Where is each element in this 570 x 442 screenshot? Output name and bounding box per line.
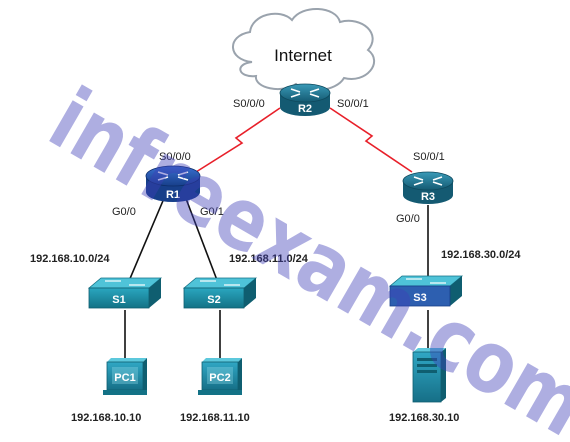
router-r3[interactable]: R3: [402, 171, 454, 204]
internet-label: Internet: [274, 46, 332, 65]
switch-s2-label: S2: [207, 294, 220, 306]
network-label-lan1: 192.168.10.0/24: [30, 253, 110, 265]
network-label-lan3: 192.168.30.0/24: [441, 249, 521, 261]
router-arrows-icon: [413, 176, 443, 186]
router-arrows-icon: [157, 171, 189, 181]
serial-link-r2-r1: [195, 107, 281, 173]
pc-pc2[interactable]: PC2: [198, 358, 242, 395]
pc1-ip-label: 192.168.10.10: [71, 412, 141, 424]
router-r3-label: R3: [421, 191, 435, 203]
pc-pc2-label: PC2: [209, 372, 230, 384]
network-label-lan2: 192.168.11.0/24: [229, 253, 309, 265]
r3-interface-g00: G0/0: [396, 213, 420, 225]
switch-s1[interactable]: S1: [87, 277, 163, 309]
serial-link-r2-r3: [329, 107, 413, 173]
switch-arrows-icon: [200, 280, 240, 286]
r2-interface-s000: S0/0/0: [233, 98, 265, 110]
router-arrows-icon: [290, 88, 320, 98]
switch-arrows-icon: [406, 278, 446, 284]
router-r2-label: R2: [298, 103, 312, 115]
switch-s3-label: S3: [413, 292, 426, 304]
r1-interface-s000: S0/0/0: [159, 151, 191, 163]
ethernet-link-r1-s1: [125, 195, 166, 289]
r1-interface-g00: G0/0: [112, 206, 136, 218]
switch-arrows-icon: [105, 280, 145, 286]
router-r2[interactable]: R2: [279, 83, 331, 116]
pc2-ip-label: 192.168.11.10: [180, 412, 250, 424]
internet-cloud: Internet: [232, 7, 375, 92]
r3-interface-s001: S0/0/1: [413, 151, 445, 163]
pc-pc1-label: PC1: [114, 372, 135, 384]
switch-s1-label: S1: [112, 294, 125, 306]
switch-s2[interactable]: S2: [182, 277, 258, 309]
r1-interface-g01: G0/1: [200, 206, 224, 218]
pc-pc1[interactable]: PC1: [103, 358, 147, 395]
server-ip-label: 192.168.30.10: [389, 412, 459, 424]
r2-interface-s001: S0/0/1: [337, 98, 369, 110]
router-r1-label: R1: [166, 189, 180, 201]
switch-s3[interactable]: S3: [388, 275, 464, 307]
ethernet-link-r1-s2: [184, 195, 221, 289]
server-icon[interactable]: [412, 348, 446, 403]
router-r1[interactable]: R1: [145, 165, 201, 202]
